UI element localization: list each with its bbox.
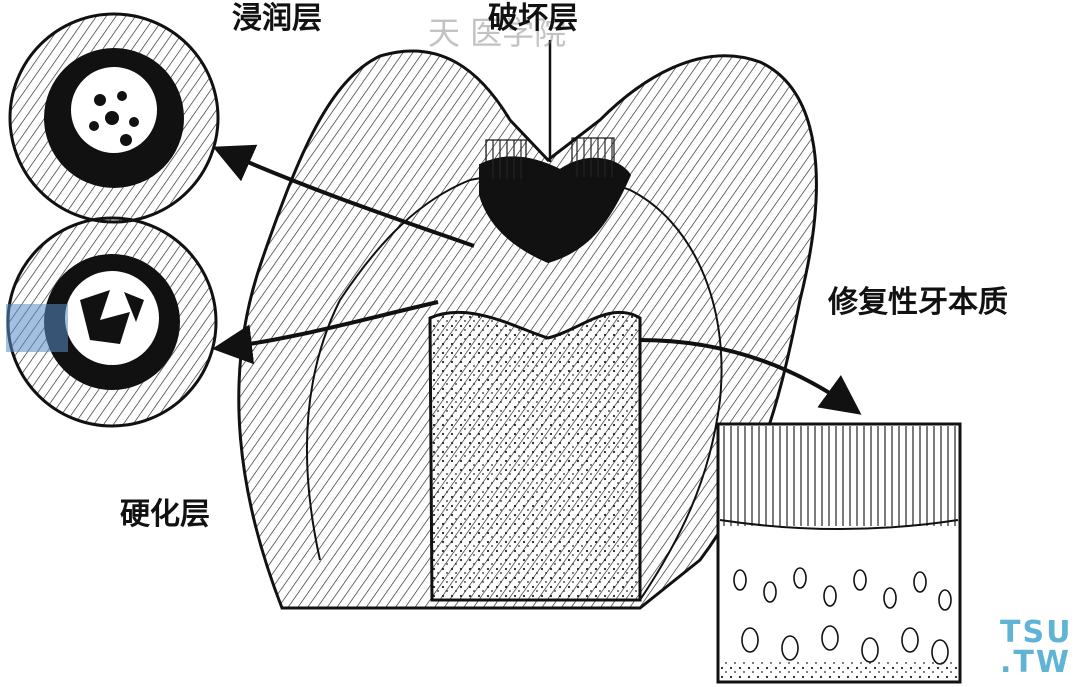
sclerotic-layer-label: 硬化层 [120, 497, 210, 532]
watermark-text: 天 医学院 [428, 14, 567, 52]
sclerotic-magnified-circle [6, 216, 218, 428]
logo-line-2: .TW [1000, 645, 1071, 680]
tooth-crown [237, 40, 818, 610]
reparative-dentin-label: 修复性牙本质 [828, 285, 1008, 320]
logo-line-1: TSU [1000, 615, 1073, 650]
destruction-layer-label: 破坏层 [488, 1, 578, 36]
side-watermark-mark [6, 304, 68, 352]
reparative-dentin-inset [716, 422, 962, 684]
tsu-logo: TSU .TW [1000, 618, 1084, 682]
pointer-arrows [212, 144, 862, 415]
infiltration-magnified-circle [8, 12, 220, 224]
infiltration-layer-label: 浸润层 [232, 1, 322, 36]
